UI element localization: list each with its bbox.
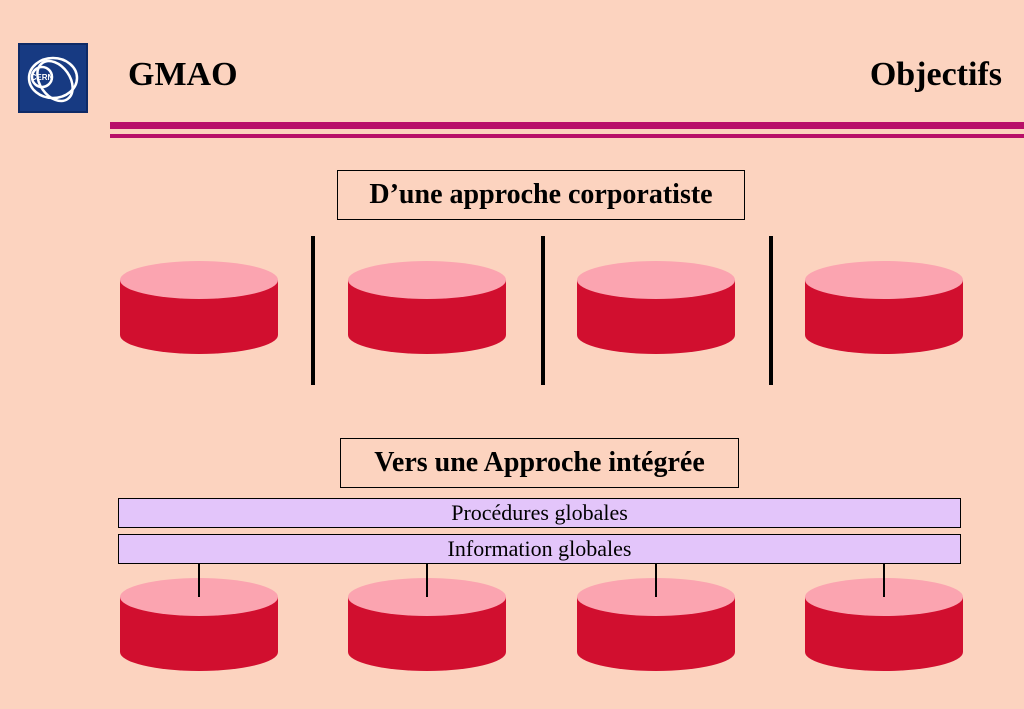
cern-logo-text: CERN — [31, 73, 54, 82]
database-integrated-3 — [577, 564, 735, 671]
database-integrated-2 — [348, 564, 506, 671]
cern-logo-icon: CERN — [27, 56, 79, 103]
header-divider-thin — [110, 134, 1024, 138]
database-isolated-1 — [120, 261, 278, 354]
database-integrated-4 — [805, 564, 963, 671]
slide-title-right: Objectifs — [869, 56, 1002, 93]
database-isolated-3 — [577, 261, 735, 354]
header-divider-thick — [110, 122, 1024, 129]
database-isolated-2 — [348, 261, 506, 354]
slide-title-left: GMAO — [128, 56, 238, 93]
caption-integrated-approach: Vers une Approche intégrée — [340, 438, 739, 488]
bar-global-procedures: Procédures globales — [118, 498, 961, 528]
cern-logo: CERN — [18, 43, 88, 113]
database-isolated-4 — [805, 261, 963, 354]
database-integrated-1 — [120, 564, 278, 671]
bar-global-information: Information globales — [118, 534, 961, 564]
caption-corporate-approach: D’une approche corporatiste — [337, 170, 745, 220]
